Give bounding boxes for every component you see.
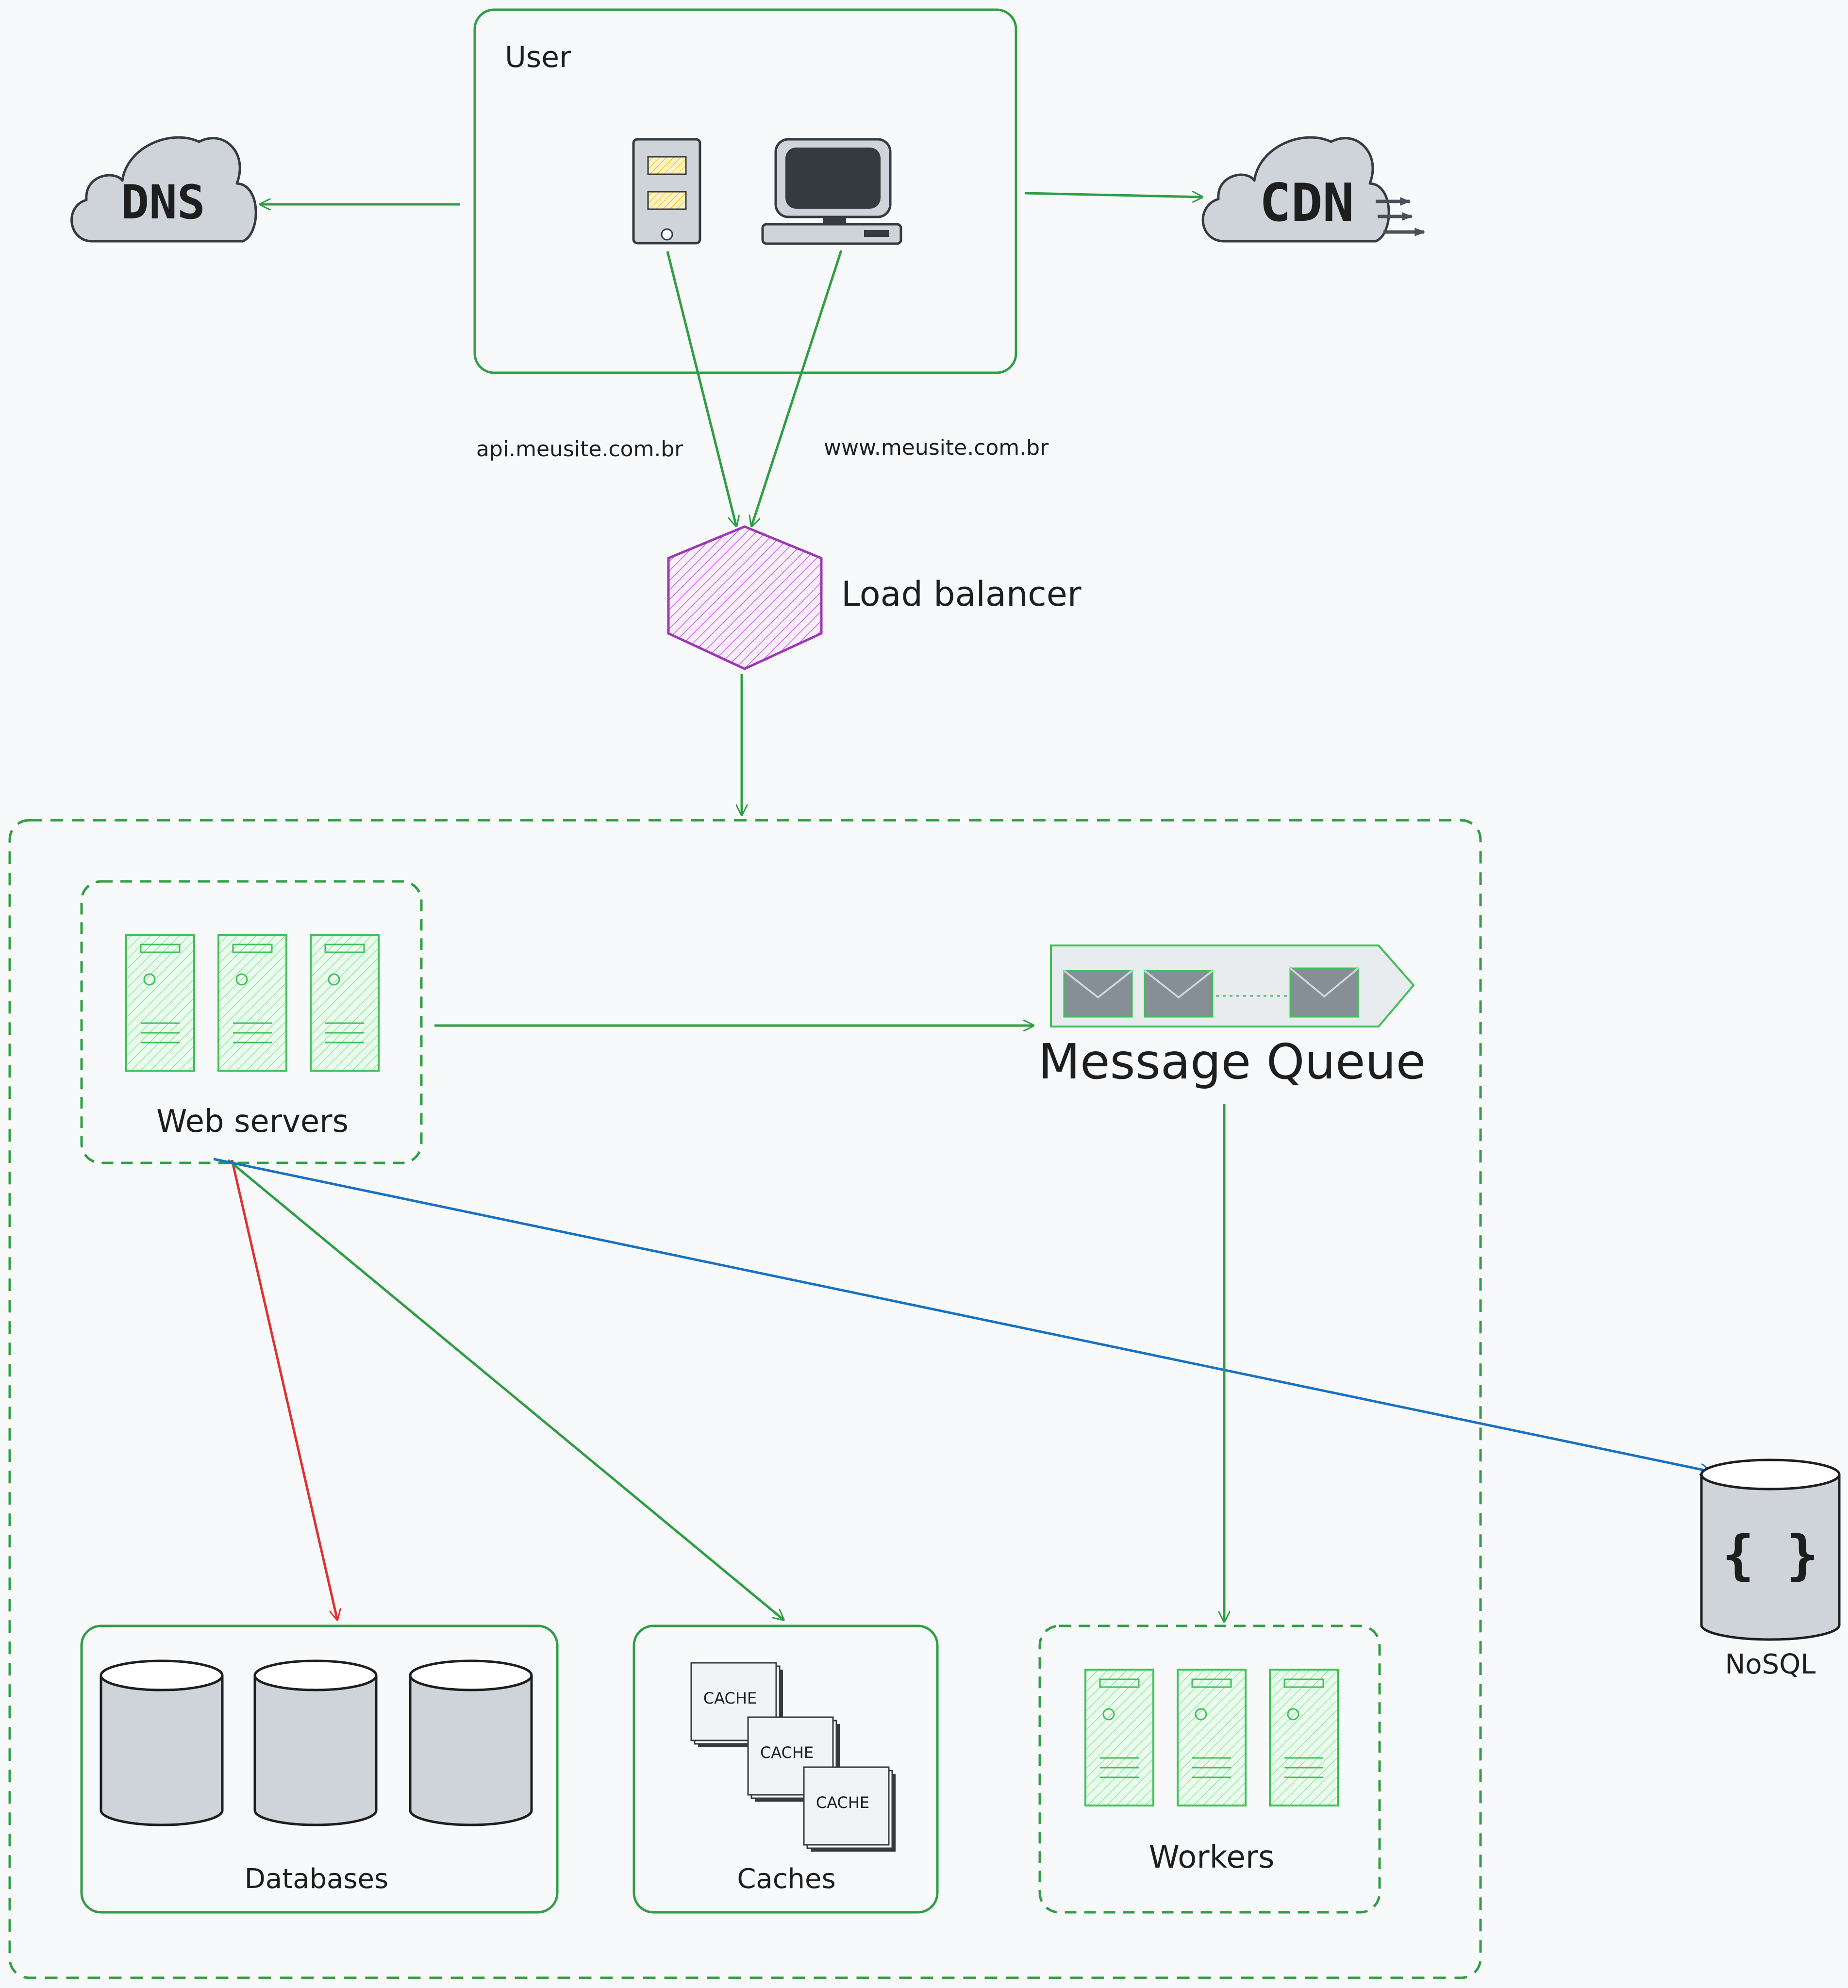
caches-label: Caches: [737, 1863, 835, 1895]
tablet-icon: [632, 138, 701, 245]
workers-box: [1038, 1624, 1381, 1914]
hexagon-icon: [667, 525, 823, 670]
databases-group: Databases: [80, 1624, 559, 1914]
web-servers-label: Web servers: [156, 1104, 349, 1140]
user-label: User: [505, 40, 571, 74]
cache-card-icon: CACHE: [690, 1662, 783, 1747]
web-servers-group: Web servers: [80, 880, 423, 1164]
load-balancer: Load balancer: [667, 525, 1082, 670]
workers-label: Workers: [1149, 1839, 1275, 1875]
database-cylinder-icon: [409, 1659, 533, 1826]
user-box: [473, 8, 1017, 374]
tablet-to-lb-arrow: [666, 251, 736, 527]
cache-card-icon: CACHE: [803, 1766, 896, 1852]
cloud-icon: [1201, 136, 1390, 243]
dns-cloud: DNS: [70, 136, 257, 243]
database-cylinder-icon: [100, 1659, 224, 1826]
database-cylinder-icon: [1700, 1458, 1841, 1641]
databases-label: Databases: [245, 1863, 388, 1895]
caches-box: [633, 1624, 939, 1914]
web-servers-box: [80, 880, 423, 1164]
cdn-label: CDN: [1259, 173, 1354, 233]
cache-card-label: CACHE: [703, 1689, 757, 1707]
server-icon: [125, 934, 195, 1072]
web-to-nosql-arrow: [213, 1158, 1711, 1472]
cloud-icon: [70, 136, 257, 243]
envelope-icon: [1144, 970, 1214, 1018]
envelope-icon: [1289, 967, 1359, 1018]
nosql-database: { } NoSQL: [1700, 1458, 1841, 1680]
server-icon: [1269, 1669, 1339, 1806]
cache-card-label: CACHE: [816, 1793, 869, 1812]
load-balancer-label: Load balancer: [841, 574, 1082, 614]
speed-arrows-icon: [1376, 197, 1426, 236]
api-domain-label: api.meusite.com.br: [476, 437, 683, 462]
server-icon: [310, 934, 380, 1072]
message-queue: Message Queue: [1038, 944, 1426, 1090]
web-to-databases-arrow: [231, 1160, 337, 1620]
nosql-braces-icon: { }: [1722, 1524, 1819, 1586]
server-icon: [1177, 1669, 1247, 1806]
message-queue-label: Message Queue: [1038, 1033, 1426, 1090]
user-group: User: [473, 8, 1017, 374]
www-domain-label: www.meusite.com.br: [824, 435, 1049, 460]
server-icon: [217, 934, 287, 1072]
desktop-to-lb-arrow: [751, 250, 843, 527]
cdn-cloud: CDN: [1201, 136, 1426, 243]
server-icon: [1084, 1669, 1154, 1806]
workers-group: Workers: [1038, 1624, 1381, 1914]
nosql-label: NoSQL: [1725, 1649, 1816, 1680]
application-cluster: [8, 819, 1482, 1979]
cache-card-label: CACHE: [760, 1743, 814, 1762]
envelope-icon: [1063, 970, 1133, 1018]
dns-label: DNS: [121, 175, 205, 230]
desktop-computer-icon: [761, 138, 902, 245]
databases-box: [80, 1624, 559, 1914]
caches-group: CACHE CACHE CACHE Caches: [633, 1624, 939, 1914]
database-cylinder-icon: [253, 1659, 378, 1826]
user-to-cdn-arrow: [1025, 193, 1203, 197]
web-to-caches-arrow: [227, 1159, 784, 1620]
